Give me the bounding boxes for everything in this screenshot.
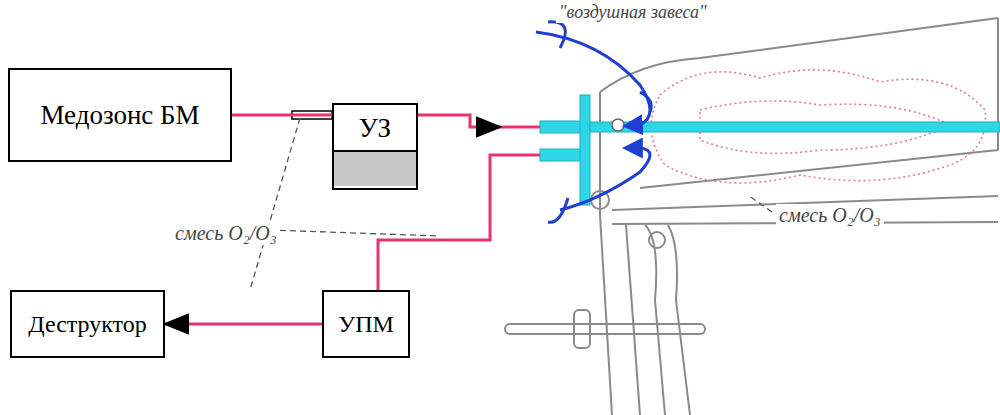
arrow-head: [440, 240, 450, 241]
speculum-handle: [505, 191, 705, 415]
device-name: УЗ: [334, 107, 416, 150]
annotation: "воздушная завеса": [556, 2, 710, 23]
air-curtain: [536, 22, 651, 222]
device-name: УПМ: [324, 305, 408, 344]
device-name: Деструктор: [12, 305, 163, 344]
arrow-head: [490, 127, 500, 128]
gas-line: [165, 323, 322, 326]
valve: [612, 119, 624, 131]
annotation: смесь O₂/O₃: [776, 204, 884, 227]
annotation: смесь O₂/O₃: [172, 222, 280, 245]
device-box: УПМ: [322, 290, 410, 358]
dashed-line: [250, 118, 772, 290]
device-box: Деструктор: [10, 290, 165, 358]
device-name: Медозонс БМ: [10, 94, 230, 137]
device-panel: [334, 150, 416, 186]
device-box: Медозонс БМ: [8, 68, 232, 162]
speculum-blade: [600, 18, 998, 224]
gas-line: [232, 114, 332, 117]
device-box: УЗ: [332, 103, 418, 190]
gas-tube: [540, 95, 1000, 205]
